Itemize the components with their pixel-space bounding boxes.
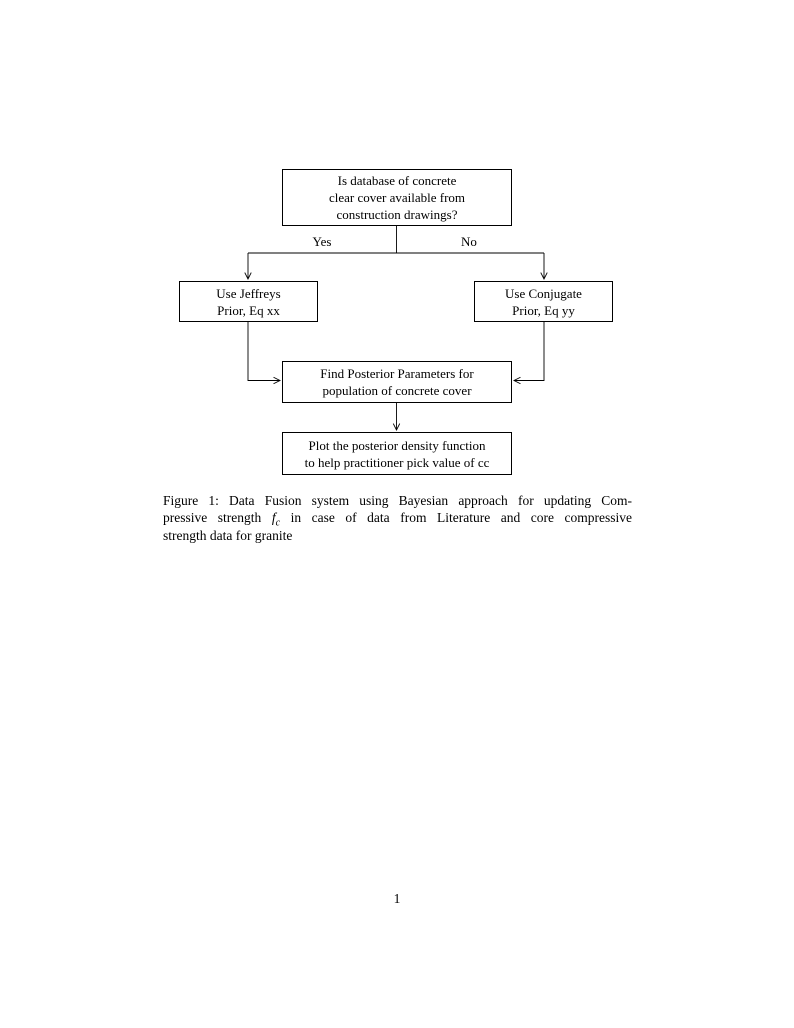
caption-line-1: Figure 1: Data Fusion system using Bayes…	[163, 493, 632, 508]
jeffreys-prior-node: Use Jeffreys Prior, Eq xx	[179, 281, 318, 322]
jeffreys-to-posterior-arrow	[247, 322, 280, 381]
node-text-line: Use Jeffreys	[216, 285, 281, 301]
node-text-line: population of concrete cover	[322, 383, 472, 398]
decision-node: Is database of concrete clear cover avai…	[282, 169, 512, 226]
node-text-line: construction drawings?	[336, 207, 458, 222]
node-text-line: Use Conjugate	[505, 285, 582, 301]
page-number: 1	[393, 891, 401, 906]
math-fc-subscript: c	[275, 517, 281, 529]
conjugate-to-posterior-arrow	[514, 322, 545, 381]
figure-caption: Figure 1: Data Fusion system using Bayes…	[163, 492, 632, 544]
node-text-line: Find Posterior Parameters for	[320, 366, 474, 381]
node-text-line: Plot the posterior density function	[308, 437, 486, 453]
conjugate-prior-node: Use Conjugate Prior, Eq yy	[474, 281, 613, 322]
plot-density-node: Plot the posterior density function to h…	[282, 432, 512, 475]
caption-text: pressive strength	[163, 510, 262, 526]
caption-line-2: pressive strength fc in case of data fro…	[163, 509, 633, 529]
posterior-parameters-node: Find Posterior Parameters for population…	[282, 361, 512, 403]
node-text-line: clear cover available from	[328, 190, 466, 205]
node-text-line: to help practitioner pick value of cc	[304, 454, 490, 470]
math-fc-symbol: f	[271, 510, 276, 526]
yes-branch-label: Yes	[312, 234, 332, 249]
node-text-line: Prior, Eq yy	[512, 302, 575, 318]
node-text-line: Is database of concrete	[337, 173, 457, 188]
no-branch-label: No	[461, 234, 477, 249]
caption-line-3: strength data for granite	[163, 527, 293, 543]
caption-text: in case of data from Literature and core…	[290, 510, 633, 526]
node-text-line: Prior, Eq xx	[217, 302, 280, 318]
